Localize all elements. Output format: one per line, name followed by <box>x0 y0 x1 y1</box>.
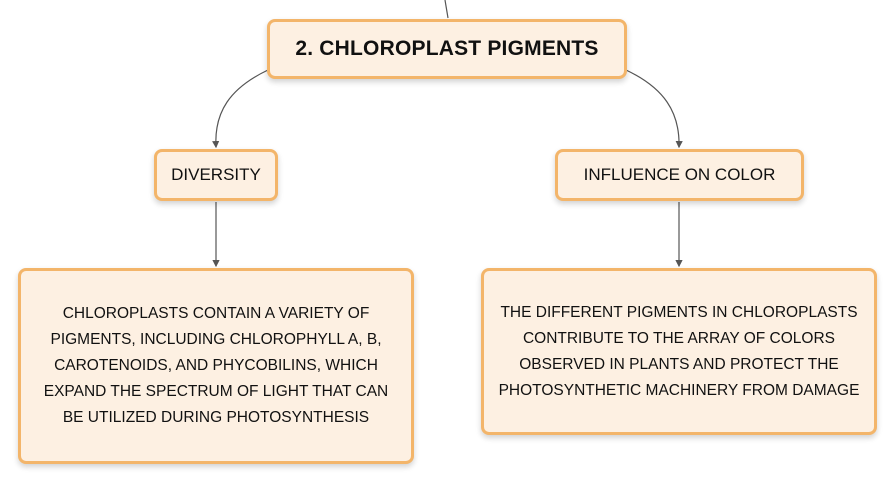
detail-node-influence-on-color[interactable]: THE DIFFERENT PIGMENTS IN CHLOROPLASTS C… <box>481 268 877 435</box>
connector-incoming <box>444 0 449 19</box>
detail-node-text: CHLOROPLASTS CONTAIN A VARIETY OF PIGMEN… <box>43 305 389 426</box>
connector-root-to-diversity <box>212 69 269 149</box>
detail-node-text: THE DIFFERENT PIGMENTS IN CHLOROPLASTS C… <box>498 303 860 399</box>
branch-node-label: DIVERSITY <box>171 165 261 184</box>
root-node[interactable]: 2. CHLOROPLAST PIGMENTS <box>267 19 627 79</box>
detail-node-diversity[interactable]: CHLOROPLASTS CONTAIN A VARIETY OF PIGMEN… <box>18 268 414 464</box>
branch-node-diversity[interactable]: DIVERSITY <box>154 149 278 201</box>
branch-node-label: INFLUENCE ON COLOR <box>583 165 776 184</box>
connector-root-to-influence <box>625 69 683 149</box>
root-node-label: 2. CHLOROPLAST PIGMENTS <box>295 37 599 60</box>
branch-node-influence-on-color[interactable]: INFLUENCE ON COLOR <box>555 149 804 201</box>
